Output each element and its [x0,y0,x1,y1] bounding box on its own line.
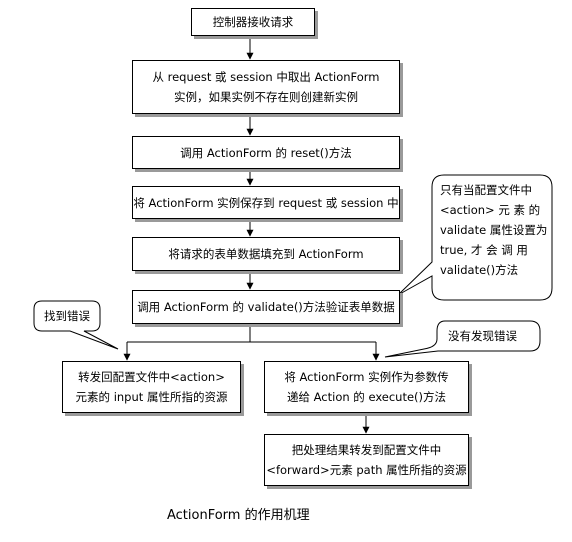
step-receive-request: 控制器接收请求 [191,8,315,36]
branch-pass-to-action-line2: 递给 Action 的 execute()方法 [286,390,447,404]
step-forward-result: 把处理结果转发到配置文件中 <forward>元素 path 属性所指的资源 [264,434,469,486]
step-populate-form: 将请求的表单数据填充到 ActionForm [132,237,400,271]
branch-pass-to-action: 将 ActionForm 实例作为参数传 递给 Action 的 execute… [264,361,469,413]
step-call-validate: 调用 ActionForm 的 validate()方法验证表单数据 [132,290,400,324]
validate-note-line5: validate()方法 [440,263,519,277]
validate-note-text: 只有当配置文件中 <action> 元 素 的 validate 属性设置为 t… [440,180,547,280]
error-found-bubble [33,300,119,350]
step-populate-form-label: 将请求的表单数据填充到 ActionForm [168,247,364,261]
step-get-actionform-line2: 实例，如果实例不存在则创建新实例 [174,90,358,104]
step-get-actionform: 从 request 或 session 中取出 ActionForm 实例，如果… [132,60,400,114]
validate-note-line4: true, 才 会 调 用 [440,243,528,257]
validate-note-line2: <action> 元 素 的 [440,203,541,217]
branch-pass-to-action-line1: 将 ActionForm 实例作为参数传 [284,370,449,384]
step-save-actionform: 将 ActionForm 实例保存到 request 或 session 中 [132,186,400,219]
branch-forward-input-line2: 元素的 input 属性所指的资源 [75,390,228,404]
step-forward-result-line1: 把处理结果转发到配置文件中 [291,443,442,457]
validate-note-bubble [397,174,553,301]
validate-note-line1: 只有当配置文件中 [440,183,532,197]
diagram-caption: ActionForm 的作用机理 [167,508,310,523]
branch-forward-input-line1: 转发回配置文件中<action> [78,370,225,384]
branch-forward-input: 转发回配置文件中<action> 元素的 input 属性所指的资源 [62,361,241,413]
no-error-text: 没有发现错误 [448,329,517,343]
step-forward-result-line2: <forward>元素 path 属性所指的资源 [266,463,467,477]
step-get-actionform-line1: 从 request 或 session 中取出 ActionForm [152,70,380,84]
validate-note-line3: validate 属性设置为 [440,223,548,237]
error-found-text: 找到错误 [44,309,90,323]
step-receive-request-label: 控制器接收请求 [212,15,294,29]
step-call-reset-label: 调用 ActionForm 的 reset()方法 [180,145,352,160]
no-error-bubble [384,320,541,358]
step-call-validate-label: 调用 ActionForm 的 validate()方法验证表单数据 [137,300,395,314]
step-save-actionform-label: 将 ActionForm 实例保存到 request 或 session 中 [133,195,399,210]
step-call-reset: 调用 ActionForm 的 reset()方法 [132,136,400,169]
